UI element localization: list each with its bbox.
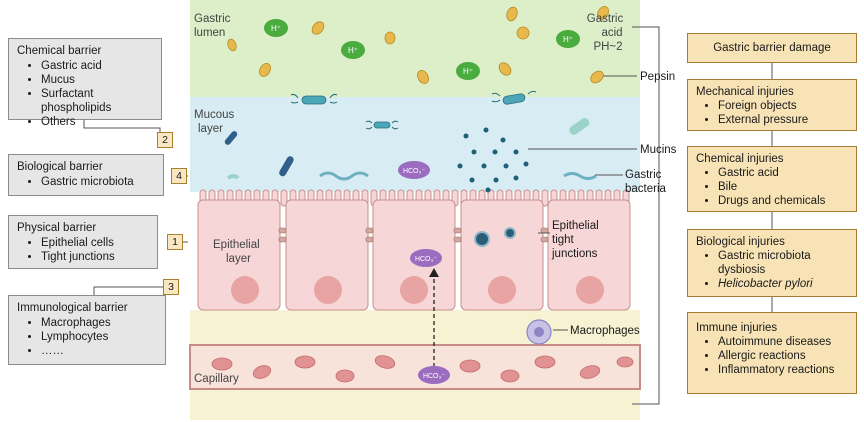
biological-barrier-list: Gastric microbiota — [17, 175, 155, 189]
leader-lines — [83, 26, 660, 405]
list-item: Drugs and chemicals — [718, 194, 848, 208]
immune-injuries-list: Autoimmune diseases Allergic reactions I… — [696, 335, 848, 377]
bicarbonate-ion-cell — [410, 249, 442, 267]
biological-barrier-box: Biological barrier Gastric microbiota — [8, 154, 164, 196]
physical-barrier-title: Physical barrier — [17, 222, 97, 234]
h-plus-ion: H⁺ — [348, 46, 358, 55]
h-plus-ion: H⁺ — [271, 24, 281, 33]
mucins-label: Mucins — [640, 144, 677, 156]
biological-barrier-title: Biological barrier — [17, 161, 103, 173]
physical-barrier-list: Epithelial cells Tight junctions — [17, 236, 149, 264]
h-plus-ion: H⁺ — [463, 67, 473, 76]
list-item: Bile — [718, 180, 848, 194]
list-item: Macrophages — [41, 316, 157, 330]
mechanical-injuries-list: Foreign objects External pressure — [696, 99, 848, 127]
lymphocyte-cell — [504, 227, 516, 239]
list-item: External pressure — [718, 113, 848, 127]
tight-junctions-label: tight — [552, 234, 575, 246]
gastric-barrier-damage-title: Gastric barrier damage — [687, 33, 857, 63]
gastric-bacteria-label: Gastric — [625, 169, 662, 181]
list-item: Gastric acid — [41, 59, 153, 73]
chemical-barrier-list: Gastric acid Mucus Surfactant phospholip… — [17, 59, 153, 129]
bicarbonate-ion-capillary — [418, 366, 450, 384]
tag-2: 2 — [157, 132, 173, 148]
mechanical-injuries-title: Mechanical injuries — [696, 86, 794, 98]
lymphocyte-cell — [474, 231, 490, 247]
tag-1: 1 — [167, 234, 183, 250]
immune-injuries-box: Immune injuries Autoimmune diseases Alle… — [687, 312, 857, 394]
immunological-barrier-list: Macrophages Lymphocytes …… — [17, 316, 157, 358]
bicarbonate-ion-mucus — [398, 161, 430, 179]
macrophages-label: Macrophages — [570, 325, 640, 337]
mechanical-injuries-box: Mechanical injuries Foreign objects Exte… — [687, 79, 857, 131]
list-item: Gastric microbiota — [41, 175, 155, 189]
mucous-layer-label: Mucous — [194, 109, 235, 121]
tight-junctions-label: Epithelial — [552, 220, 599, 232]
arrow-head — [429, 268, 439, 277]
biological-injuries-list: Gastric microbiota dysbiosis Helicobacte… — [696, 249, 848, 291]
gastric-acid-label: acid — [601, 27, 622, 39]
chemical-barrier-title: Chemical barrier — [17, 45, 102, 57]
physical-barrier-box: Physical barrier Epithelial cells Tight … — [8, 215, 158, 269]
list-item: Gastric microbiota dysbiosis — [718, 249, 848, 277]
list-item: Helicobacter pylori — [718, 277, 848, 291]
tight-junctions — [278, 227, 549, 243]
mucins-dots — [457, 127, 529, 193]
list-item: Allergic reactions — [718, 349, 848, 363]
chemical-injuries-list: Gastric acid Bile Drugs and chemicals — [696, 166, 848, 208]
list-item: Foreign objects — [718, 99, 848, 113]
list-item: Autoimmune diseases — [718, 335, 848, 349]
list-item: …… — [41, 344, 157, 358]
immune-injuries-title: Immune injuries — [696, 322, 778, 334]
epithelial-cells — [197, 199, 631, 311]
epithelial-layer-label: layer — [226, 253, 251, 265]
chemical-injuries-title: Chemical injuries — [696, 153, 784, 165]
tight-junctions-label: junctions — [551, 248, 598, 260]
hydrogen-ions — [264, 19, 580, 80]
biological-injuries-box: Biological injuries Gastric microbiota d… — [687, 229, 857, 297]
gastric-acid-label: Gastric — [587, 13, 624, 25]
microvillus — [541, 189, 549, 207]
list-item: Epithelial cells — [41, 236, 149, 250]
capillary-label: Capillary — [194, 373, 239, 385]
capillary-vessel — [189, 344, 641, 390]
chemical-injuries-box: Chemical injuries Gastric acid Bile Drug… — [687, 146, 857, 212]
biological-injuries-title: Biological injuries — [696, 236, 785, 248]
immunological-barrier-box: Immunological barrier Macrophages Lympho… — [8, 295, 166, 365]
list-item: Inflammatory reactions — [718, 363, 848, 377]
immunological-barrier-title: Immunological barrier — [17, 302, 128, 314]
tag-3: 3 — [163, 279, 179, 295]
h-plus-ion: H⁺ — [563, 35, 573, 44]
list-item: Gastric acid — [718, 166, 848, 180]
list-item: Lymphocytes — [41, 330, 157, 344]
tag-4: 4 — [171, 168, 187, 184]
pepsin-granules — [227, 6, 609, 84]
list-item: Tight junctions — [41, 250, 149, 264]
mucous-layer-label: layer — [198, 123, 223, 135]
list-item: Others — [41, 115, 153, 129]
gastric-lumen-layer — [190, 0, 640, 97]
gastric-lumen-label: lumen — [194, 27, 225, 39]
list-item: Surfactant phospholipids — [41, 87, 153, 115]
hco3-label: HCO₃⁻ — [423, 373, 445, 380]
hco3-label: HCO₃⁻ — [403, 168, 425, 175]
epithelial-layer-label: Epithelial — [213, 239, 260, 251]
red-blood-cells — [211, 355, 634, 383]
pepsin-label: Pepsin — [640, 71, 675, 83]
gastric-bacteria-label: bacteria — [625, 183, 667, 195]
list-item: Mucus — [41, 73, 153, 87]
microvillus — [280, 189, 288, 207]
hco3-label: HCO₃⁻ — [415, 256, 437, 263]
macrophage-nucleus — [534, 327, 544, 337]
gastric-bacteria — [224, 90, 597, 181]
chemical-barrier-box: Chemical barrier Gastric acid Mucus Surf… — [8, 38, 162, 128]
gastric-acid-ph-label: PH~2 — [593, 41, 622, 53]
gastric-lumen-label: Gastric — [194, 13, 231, 25]
